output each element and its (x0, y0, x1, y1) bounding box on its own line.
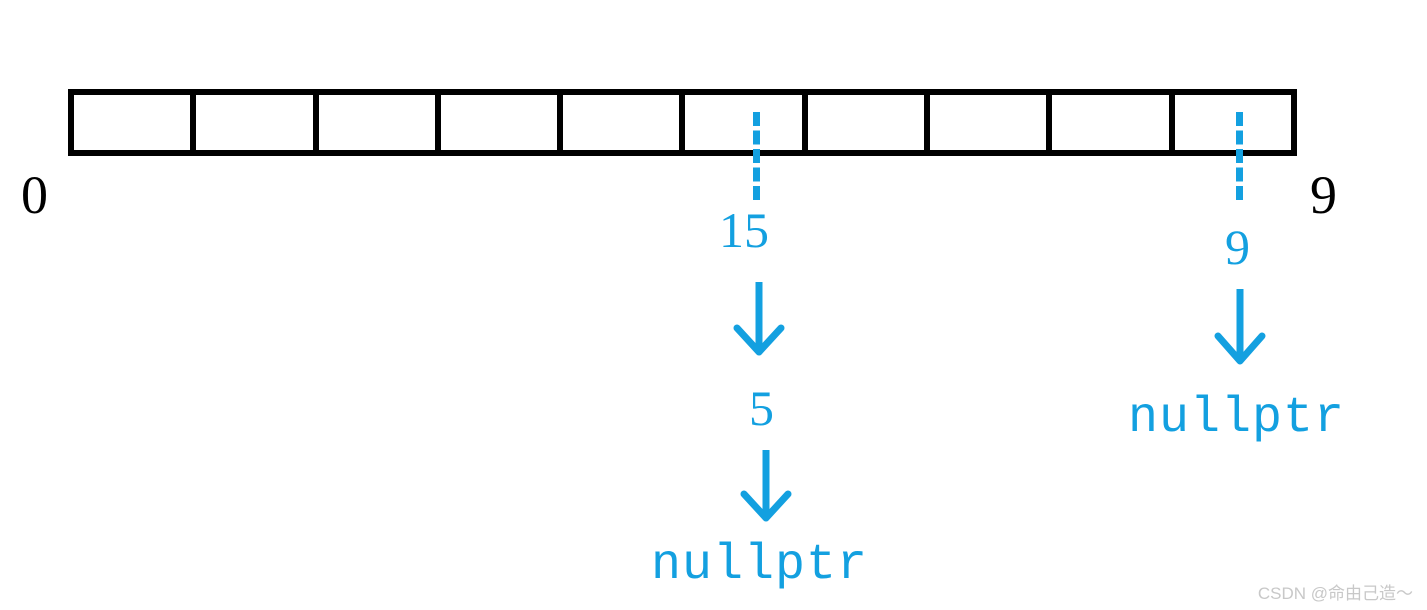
array-end-index-label: 9 (1310, 165, 1337, 225)
array-cell-0 (74, 95, 197, 150)
chain-a-node-2-label: 5 (749, 380, 774, 436)
array-cell-8 (1052, 95, 1175, 150)
array-cell-4 (563, 95, 686, 150)
chain-a-nullptr-label: nullptr (651, 537, 869, 594)
chain-a-dashed-connector (753, 112, 760, 200)
array-start-index-label: 0 (21, 165, 48, 225)
chain-b-dashed-connector (1236, 112, 1243, 200)
csdn-watermark: CSDN @命由己造～ (1257, 584, 1413, 603)
hash-table-array (68, 89, 1297, 156)
chain-a-node-1-label: 15 (719, 202, 769, 258)
chain-b-arrow-1 (1214, 289, 1266, 365)
array-cell-6 (807, 95, 931, 150)
chain-b-node-1-label: 9 (1225, 219, 1250, 275)
array-cell-7 (930, 95, 1053, 150)
array-cell-1 (196, 95, 319, 150)
array-cell-3 (440, 95, 564, 150)
chain-a-arrow-1 (733, 282, 785, 356)
chain-a-arrow-2 (740, 450, 792, 522)
array-cell-9 (1174, 95, 1291, 150)
chain-b-nullptr-label: nullptr (1128, 390, 1346, 447)
array-cell-2 (318, 95, 441, 150)
array-cell-5 (685, 95, 808, 150)
